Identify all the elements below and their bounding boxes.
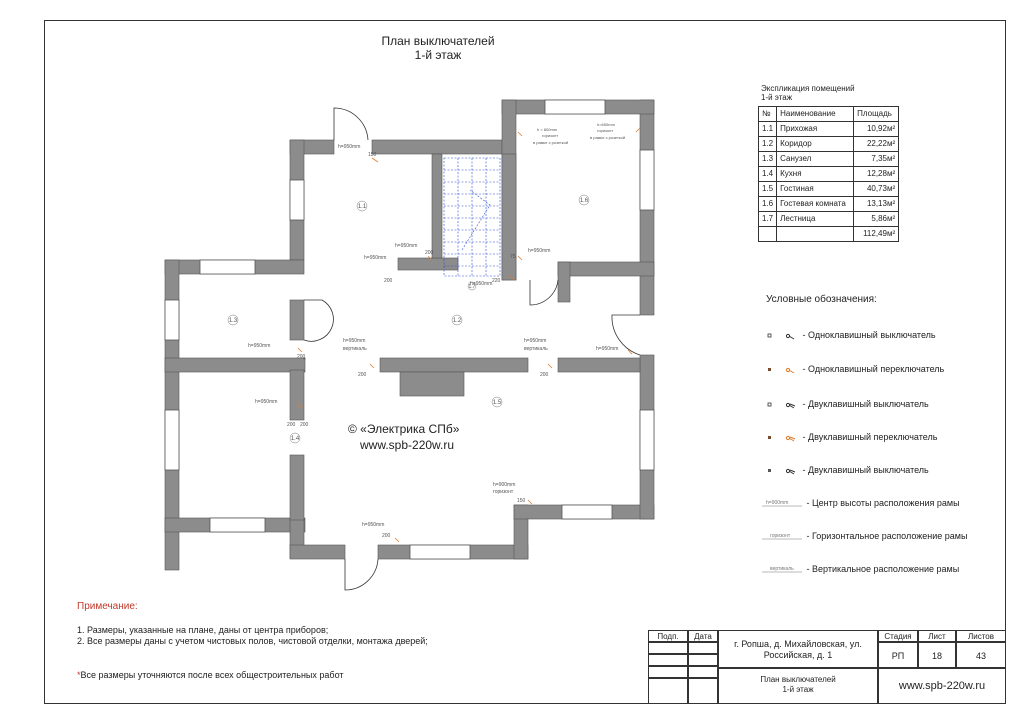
height-label: h = 800mm bbox=[537, 127, 558, 132]
legend-item: - Одноклавишный выключатель bbox=[760, 328, 936, 342]
dimension: 200 bbox=[382, 533, 391, 539]
height-label: h=950mm bbox=[524, 338, 546, 344]
room-id-1-2: 1.2 bbox=[453, 318, 462, 324]
dimension: 200 bbox=[540, 372, 549, 378]
copyright: © «Электрика СПб» www.spb-220w.ru bbox=[348, 422, 460, 452]
frame-note: в рамке с розеткой bbox=[590, 135, 625, 140]
title-block: Подп. Дата г. Ропша, д. Михайловская, ул… bbox=[648, 630, 1006, 704]
legend-item: вертикаль - Вертикальное расположение ра… bbox=[760, 562, 959, 576]
explication-title: Экспликация помещений 1-й этаж bbox=[761, 84, 855, 102]
legend-item: горизонт - Горизонтальное расположение р… bbox=[760, 529, 967, 543]
drawing-name: План выключателей 1-й этаж bbox=[718, 668, 878, 704]
dimension: 200 bbox=[300, 422, 309, 428]
note-line: 1. Размеры, указанные на плане, даны от … bbox=[77, 625, 329, 635]
height-label: h=950mm bbox=[528, 248, 550, 254]
double-switch-icon bbox=[767, 402, 796, 409]
dimension: 220 bbox=[492, 278, 501, 284]
dimension: 150 bbox=[517, 498, 526, 504]
dimension: 150 bbox=[368, 152, 377, 158]
switch-marks bbox=[297, 127, 641, 543]
vertical-frame-icon: вертикаль bbox=[762, 566, 802, 572]
address: г. Ропша, д. Михайловская, ул. Российска… bbox=[718, 630, 878, 668]
legend-item: - Двуклавишный переключатель bbox=[760, 430, 937, 444]
height-label: h=950mm bbox=[248, 343, 270, 349]
room-id-1-1: 1.1 bbox=[358, 204, 367, 210]
dimension: 200 bbox=[287, 422, 296, 428]
horizont-label: горизонт bbox=[542, 133, 558, 138]
height-label: h=950mm bbox=[596, 346, 618, 352]
room-id-1-3: 1.3 bbox=[229, 318, 238, 324]
horizont-label: горизонт bbox=[597, 128, 613, 133]
height-mark-icon: h=900mm bbox=[762, 500, 802, 506]
room-id-1-5: 1.5 bbox=[493, 400, 502, 406]
legend-item: h=900mm - Центр высоты расположения рамы bbox=[760, 496, 960, 510]
walls bbox=[164, 99, 655, 571]
legend-item: - Двуклавишный выключатель bbox=[760, 463, 929, 477]
windows bbox=[164, 99, 655, 560]
dimension: 200 bbox=[358, 372, 367, 378]
table-total-row: 112,49м² bbox=[757, 226, 900, 242]
note-line: 2. Все размеры даны с учетом чистовых по… bbox=[77, 636, 428, 646]
svg-text:h=900mm: h=900mm bbox=[766, 500, 788, 506]
doors bbox=[303, 107, 641, 591]
svg-text:горизонт: горизонт bbox=[770, 533, 791, 539]
legend-item: - Двуклавишный выключатель bbox=[760, 397, 929, 411]
height-label: h=650mm bbox=[597, 122, 616, 127]
legend-item: - Одноклавишный переключатель bbox=[760, 362, 944, 376]
dimension: 200 bbox=[384, 278, 393, 284]
room-id-1-7: 1.7 bbox=[469, 284, 476, 290]
height-label: h=900mm bbox=[493, 482, 515, 488]
single-toggle-icon bbox=[768, 367, 795, 374]
double-switch-alt-icon bbox=[768, 468, 796, 475]
frame-note: в рамке с розеткой bbox=[533, 140, 568, 145]
double-toggle-icon bbox=[768, 435, 796, 442]
dimension: 200 bbox=[425, 250, 434, 256]
drawing-frame bbox=[44, 20, 1006, 704]
single-switch-icon bbox=[767, 333, 795, 340]
horizont-label: горизонт bbox=[493, 489, 514, 495]
room-id-1-6: 1.6 bbox=[580, 198, 589, 204]
notes-title: Примечание: bbox=[77, 601, 138, 612]
legend-title: Условные обозначения: bbox=[766, 294, 877, 305]
drawing-title: План выключателей 1-й этаж bbox=[381, 34, 495, 62]
horizontal-frame-icon: горизонт bbox=[762, 533, 802, 539]
site-url: www.spb-220w.ru bbox=[878, 668, 1006, 704]
height-label: h=950mm bbox=[362, 522, 384, 528]
note-line: *Все размеры уточняются после всех общес… bbox=[77, 670, 344, 680]
dimension: 200 bbox=[297, 354, 306, 360]
staircase bbox=[443, 157, 501, 277]
height-label: h=950mm bbox=[470, 281, 492, 287]
svg-text:вертикаль: вертикаль bbox=[770, 566, 794, 572]
height-label: h=950mm bbox=[255, 399, 277, 405]
vertical-label: вертикаль bbox=[524, 346, 548, 352]
dimension: 75 bbox=[510, 254, 516, 260]
room-id-1-4: 1.4 bbox=[291, 436, 300, 442]
table-header-row: № Наименование Площадь bbox=[757, 106, 900, 122]
height-label: h=950mm bbox=[364, 255, 386, 261]
vertical-label: вертикаль bbox=[343, 346, 367, 352]
height-label: h=950mm bbox=[338, 144, 360, 150]
height-label: h=950mm bbox=[343, 338, 365, 344]
height-label: h=950mm bbox=[395, 243, 417, 249]
